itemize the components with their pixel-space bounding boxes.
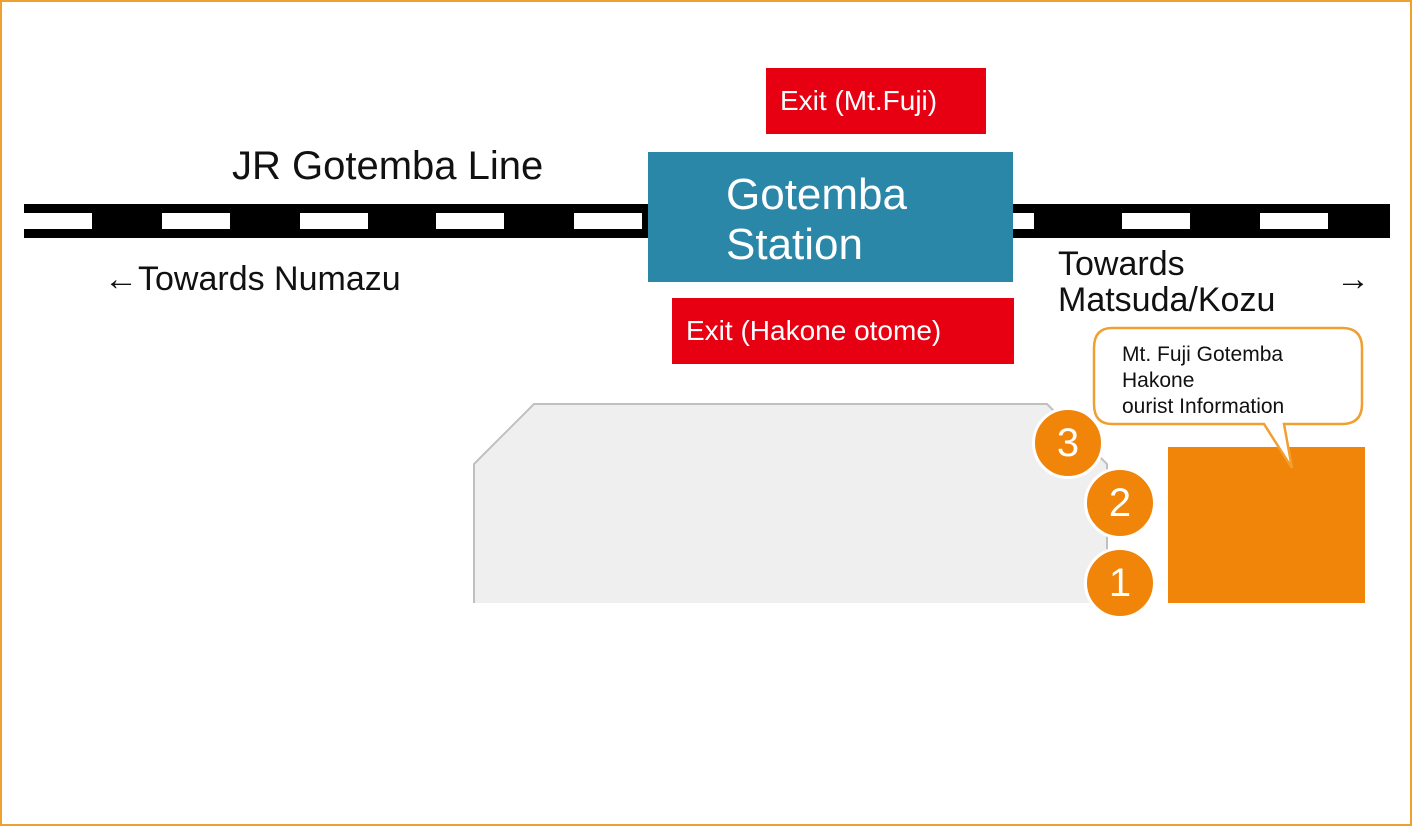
tourist-information-label: Mt. Fuji Gotemba Hakone ourist Informati… bbox=[1122, 342, 1352, 420]
stop-1-marker: 1 bbox=[1084, 547, 1156, 619]
line-name-label: JR Gotemba Line bbox=[232, 144, 544, 188]
rail-dash bbox=[1122, 213, 1190, 229]
station-name: Gotemba Station bbox=[726, 170, 1006, 270]
rail-dash bbox=[574, 213, 642, 229]
direction-matsuda-kozu: Towards Matsuda/Kozu bbox=[1058, 246, 1318, 318]
station-name-line1: Gotemba bbox=[726, 170, 907, 219]
direction-numazu: ←Towards Numazu bbox=[104, 260, 401, 298]
rail-dash bbox=[1260, 213, 1328, 229]
rail-dash bbox=[162, 213, 230, 229]
info-callout-bubble bbox=[1092, 326, 1364, 469]
tourist-information-building bbox=[1168, 447, 1365, 603]
station-building: Gotemba Station bbox=[648, 152, 1013, 282]
bus-terminal-area bbox=[472, 403, 1112, 607]
rail-dash bbox=[300, 213, 368, 229]
direction-east-line1: Towards bbox=[1058, 245, 1185, 283]
station-name-line2: Station bbox=[726, 220, 863, 269]
exit-hakone-otome: Exit (Hakone otome) bbox=[672, 298, 1014, 364]
rail-dash bbox=[24, 213, 92, 229]
stop-2-marker: 2 bbox=[1084, 467, 1156, 539]
stop-3-marker: 3 bbox=[1032, 407, 1104, 479]
rail-dash bbox=[436, 213, 504, 229]
right-arrow-icon: → bbox=[1336, 260, 1370, 298]
info-line1: Mt. Fuji Gotemba bbox=[1122, 343, 1284, 366]
exit-mt-fuji: Exit (Mt.Fuji) bbox=[766, 68, 986, 134]
direction-east-line2: Matsuda/Kozu bbox=[1058, 281, 1276, 319]
info-line2: Hakone bbox=[1122, 369, 1195, 392]
info-line3: ourist Information bbox=[1122, 395, 1285, 418]
